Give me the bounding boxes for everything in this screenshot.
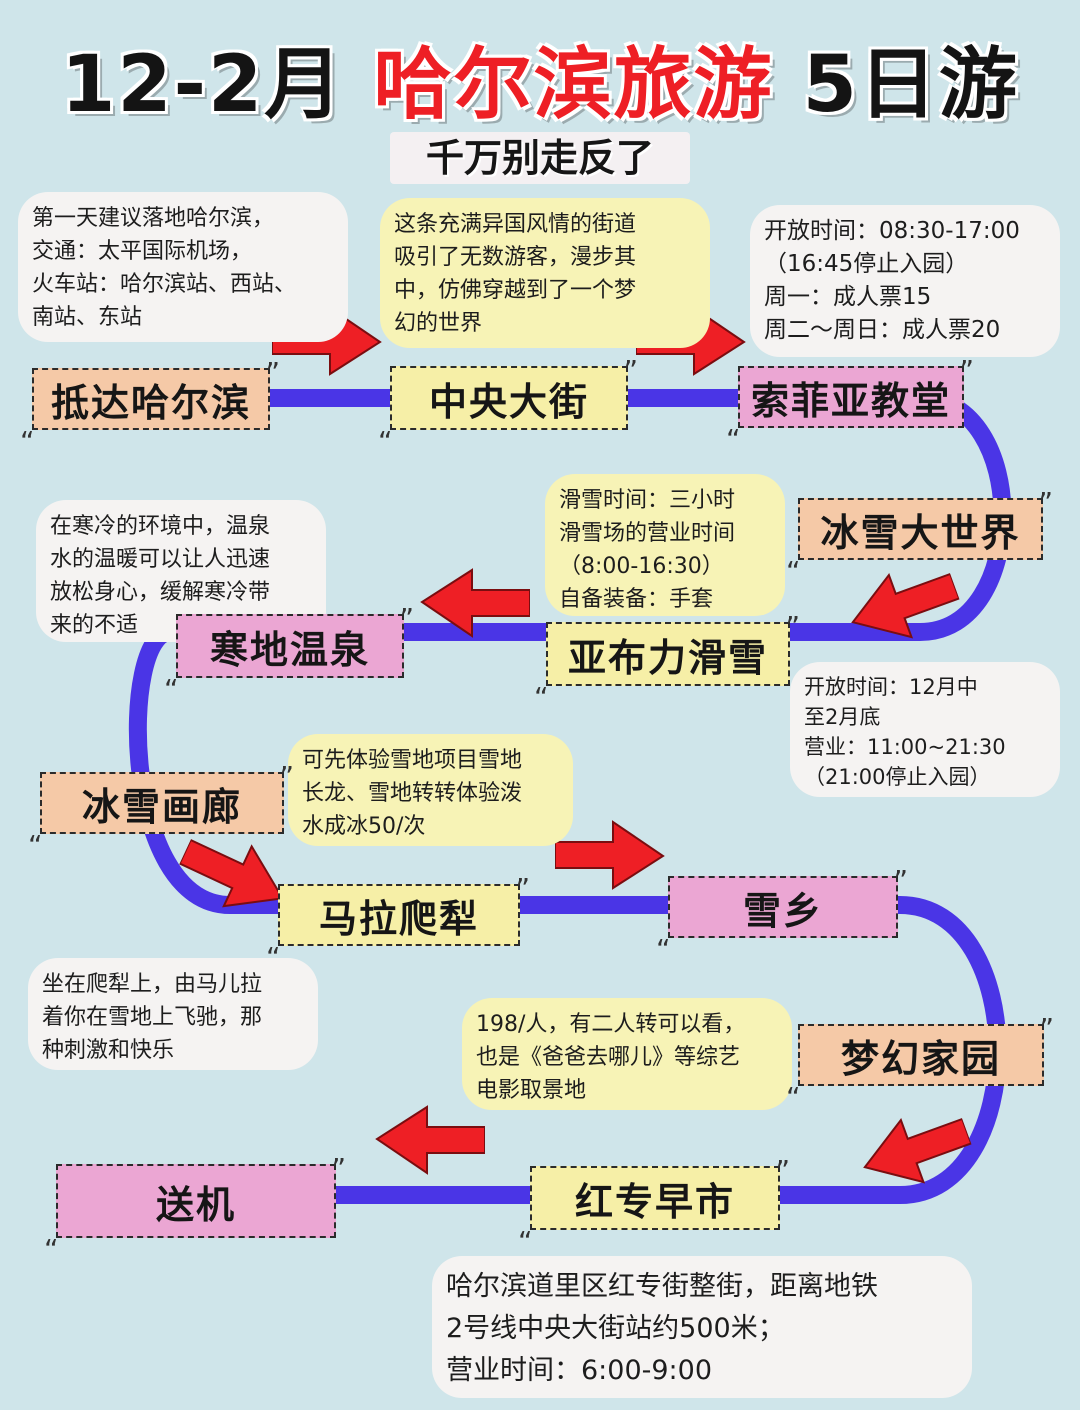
note-line: 可先体验雪地项目雪地 xyxy=(302,748,523,773)
stop-sophia-church: 索菲亚教堂 xyxy=(726,354,976,456)
note-line: 放松身心，缓解寒冷带 xyxy=(50,580,271,605)
note-sophia-church: 开放时间：08:30-17:00 （16:45停止入园） 周一：成人票15 周二… xyxy=(750,205,1060,357)
note-ice-gallery: 可先体验雪地项目雪地 长龙、雪地转转体验泼 水成冰50/次 xyxy=(288,734,573,846)
note-line: 至2月底 xyxy=(804,705,881,729)
note-line: 水成冰50/次 xyxy=(302,814,426,839)
stop-ice-snow-world: 冰雪大世界 xyxy=(786,486,1055,588)
note-arrival: 第一天建议落地哈尔滨， 交通：太平国际机场， 火车站：哈尔滨站、西站、 南站、东… xyxy=(18,192,348,342)
note-line: 种刺激和快乐 xyxy=(42,1038,175,1063)
note-yabuli-ski: 滑雪时间：三小时 滑雪场的营业时间 （8:00-16:30） 自备装备：手套 xyxy=(545,474,785,616)
note-ice-snow-world: 开放时间：12月中 至2月底 营业：11:00~21:30 （21:00停止入园… xyxy=(790,662,1060,797)
stop-horse-sleigh: 马拉爬犁 xyxy=(266,872,532,974)
note-line: 吸引了无数游客，漫步其 xyxy=(394,245,637,270)
note-hongzhuan-market: 哈尔滨道里区红专街整街，距离地铁 2号线中央大街站约500米； 营业时间：6:0… xyxy=(432,1256,972,1398)
stop-arrival: 抵达哈尔滨 xyxy=(20,356,282,458)
arrow-left-icon xyxy=(375,1105,485,1175)
arrow-down-left-icon xyxy=(851,572,961,639)
arrow-left-icon xyxy=(420,568,530,638)
note-line: 198/人，有二人转可以看， xyxy=(476,1012,746,1037)
stop-hot-spring: 寒地温泉 xyxy=(164,602,416,706)
stop-yabuli-ski: 亚布力滑雪 xyxy=(534,610,802,714)
note-line: 自备装备：手套 xyxy=(559,587,714,612)
note-snow-town: 198/人，有二人转可以看， 也是《爸爸去哪儿》等综艺 电影取景地 xyxy=(462,998,792,1110)
stop-dream-home: 梦幻家园 xyxy=(786,1012,1056,1114)
note-line: （8:00-16:30） xyxy=(559,554,724,579)
note-line: （16:45停止入园） xyxy=(764,251,969,277)
note-line: 坐在爬犁上，由马儿拉 xyxy=(42,972,263,997)
title-destination: 哈尔滨旅游 xyxy=(373,40,774,130)
note-line: 电影取景地 xyxy=(476,1078,587,1103)
note-line: 火车站：哈尔滨站、西站、 xyxy=(32,272,297,297)
stop-ice-gallery: 冰雪画廊 xyxy=(28,760,296,862)
stop-central-street: 中央大街 xyxy=(378,354,640,458)
note-line: 滑雪场的营业时间 xyxy=(559,521,736,546)
note-line: 也是《爸爸去哪儿》等综艺 xyxy=(476,1045,741,1070)
page-subtitle: 千万别走反了 xyxy=(390,132,690,184)
note-line: 滑雪时间：三小时 xyxy=(559,488,736,513)
note-line: 2号线中央大街站约500米； xyxy=(446,1313,785,1344)
arrow-down-left-icon xyxy=(863,1117,973,1184)
note-horse-sleigh: 坐在爬犁上，由马儿拉 着你在雪地上飞驰，那 种刺激和快乐 xyxy=(28,958,318,1070)
note-line: 哈尔滨道里区红专街整街，距离地铁 xyxy=(446,1271,878,1302)
stop-snow-town: 雪乡 xyxy=(656,864,910,966)
note-line: 来的不适 xyxy=(50,613,139,638)
title-duration: 5日游 xyxy=(802,40,1019,130)
note-line: 幻的世界 xyxy=(394,311,483,336)
note-line: 第一天建议落地哈尔滨， xyxy=(32,206,275,231)
stop-departure: 送机 xyxy=(44,1152,348,1266)
note-line: 中，仿佛穿越到了一个梦 xyxy=(394,278,637,303)
title-dates: 12-2月 xyxy=(61,40,345,130)
stop-hongzhuan-market: 红专早市 xyxy=(518,1154,792,1258)
note-line: 着你在雪地上飞驰，那 xyxy=(42,1005,263,1030)
note-line: 交通：太平国际机场， xyxy=(32,239,253,264)
note-line: 周一：成人票15 xyxy=(764,284,932,310)
note-line: 水的温暖可以让人迅速 xyxy=(50,547,271,572)
arrow-right-icon xyxy=(178,838,285,908)
note-line: 营业时间：6:00-9:00 xyxy=(446,1355,713,1386)
page-title: 12-2月 哈尔滨旅游 5日游 xyxy=(0,22,1080,134)
note-line: 这条充满异国风情的街道 xyxy=(394,212,637,237)
note-central-street: 这条充满异国风情的街道 吸引了无数游客，漫步其 中，仿佛穿越到了一个梦 幻的世界 xyxy=(380,198,710,348)
note-line: （21:00停止入园） xyxy=(804,765,991,789)
note-line: 周二～周日：成人票20 xyxy=(764,317,1001,343)
note-line: 开放时间：08:30-17:00 xyxy=(764,218,1020,244)
note-line: 长龙、雪地转转体验泼 xyxy=(302,781,523,806)
note-line: 南站、东站 xyxy=(32,305,143,330)
note-line: 营业：11:00~21:30 xyxy=(804,735,1006,759)
note-line: 在寒冷的环境中，温泉 xyxy=(50,514,271,539)
arrow-right-icon xyxy=(555,820,665,890)
note-line: 开放时间：12月中 xyxy=(804,675,978,699)
